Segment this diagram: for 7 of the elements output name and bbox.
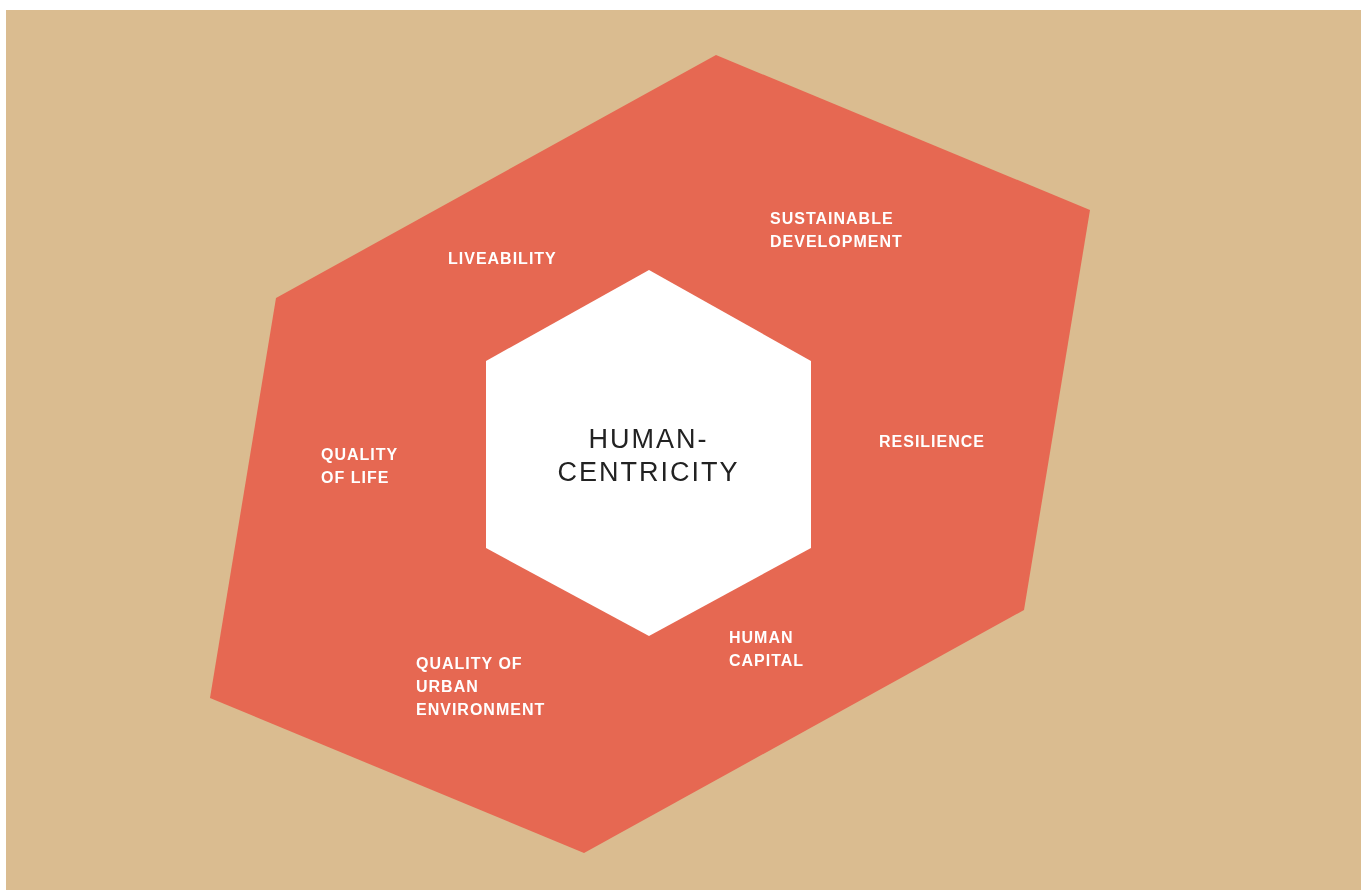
segment-label: SUSTAINABLE DEVELOPMENT [770, 209, 904, 252]
center-label: HUMAN-CENTRICITY [556, 423, 741, 489]
segment-label: LIVEABILITY [448, 249, 558, 269]
segment-label: QUALITY OF URBAN ENVIRONMENT [416, 654, 547, 720]
segment-label: HUMAN CAPITAL [729, 628, 806, 671]
segment-label: RESILIENCE [879, 432, 986, 452]
segment-label: QUALITY OF LIFE [321, 445, 399, 488]
